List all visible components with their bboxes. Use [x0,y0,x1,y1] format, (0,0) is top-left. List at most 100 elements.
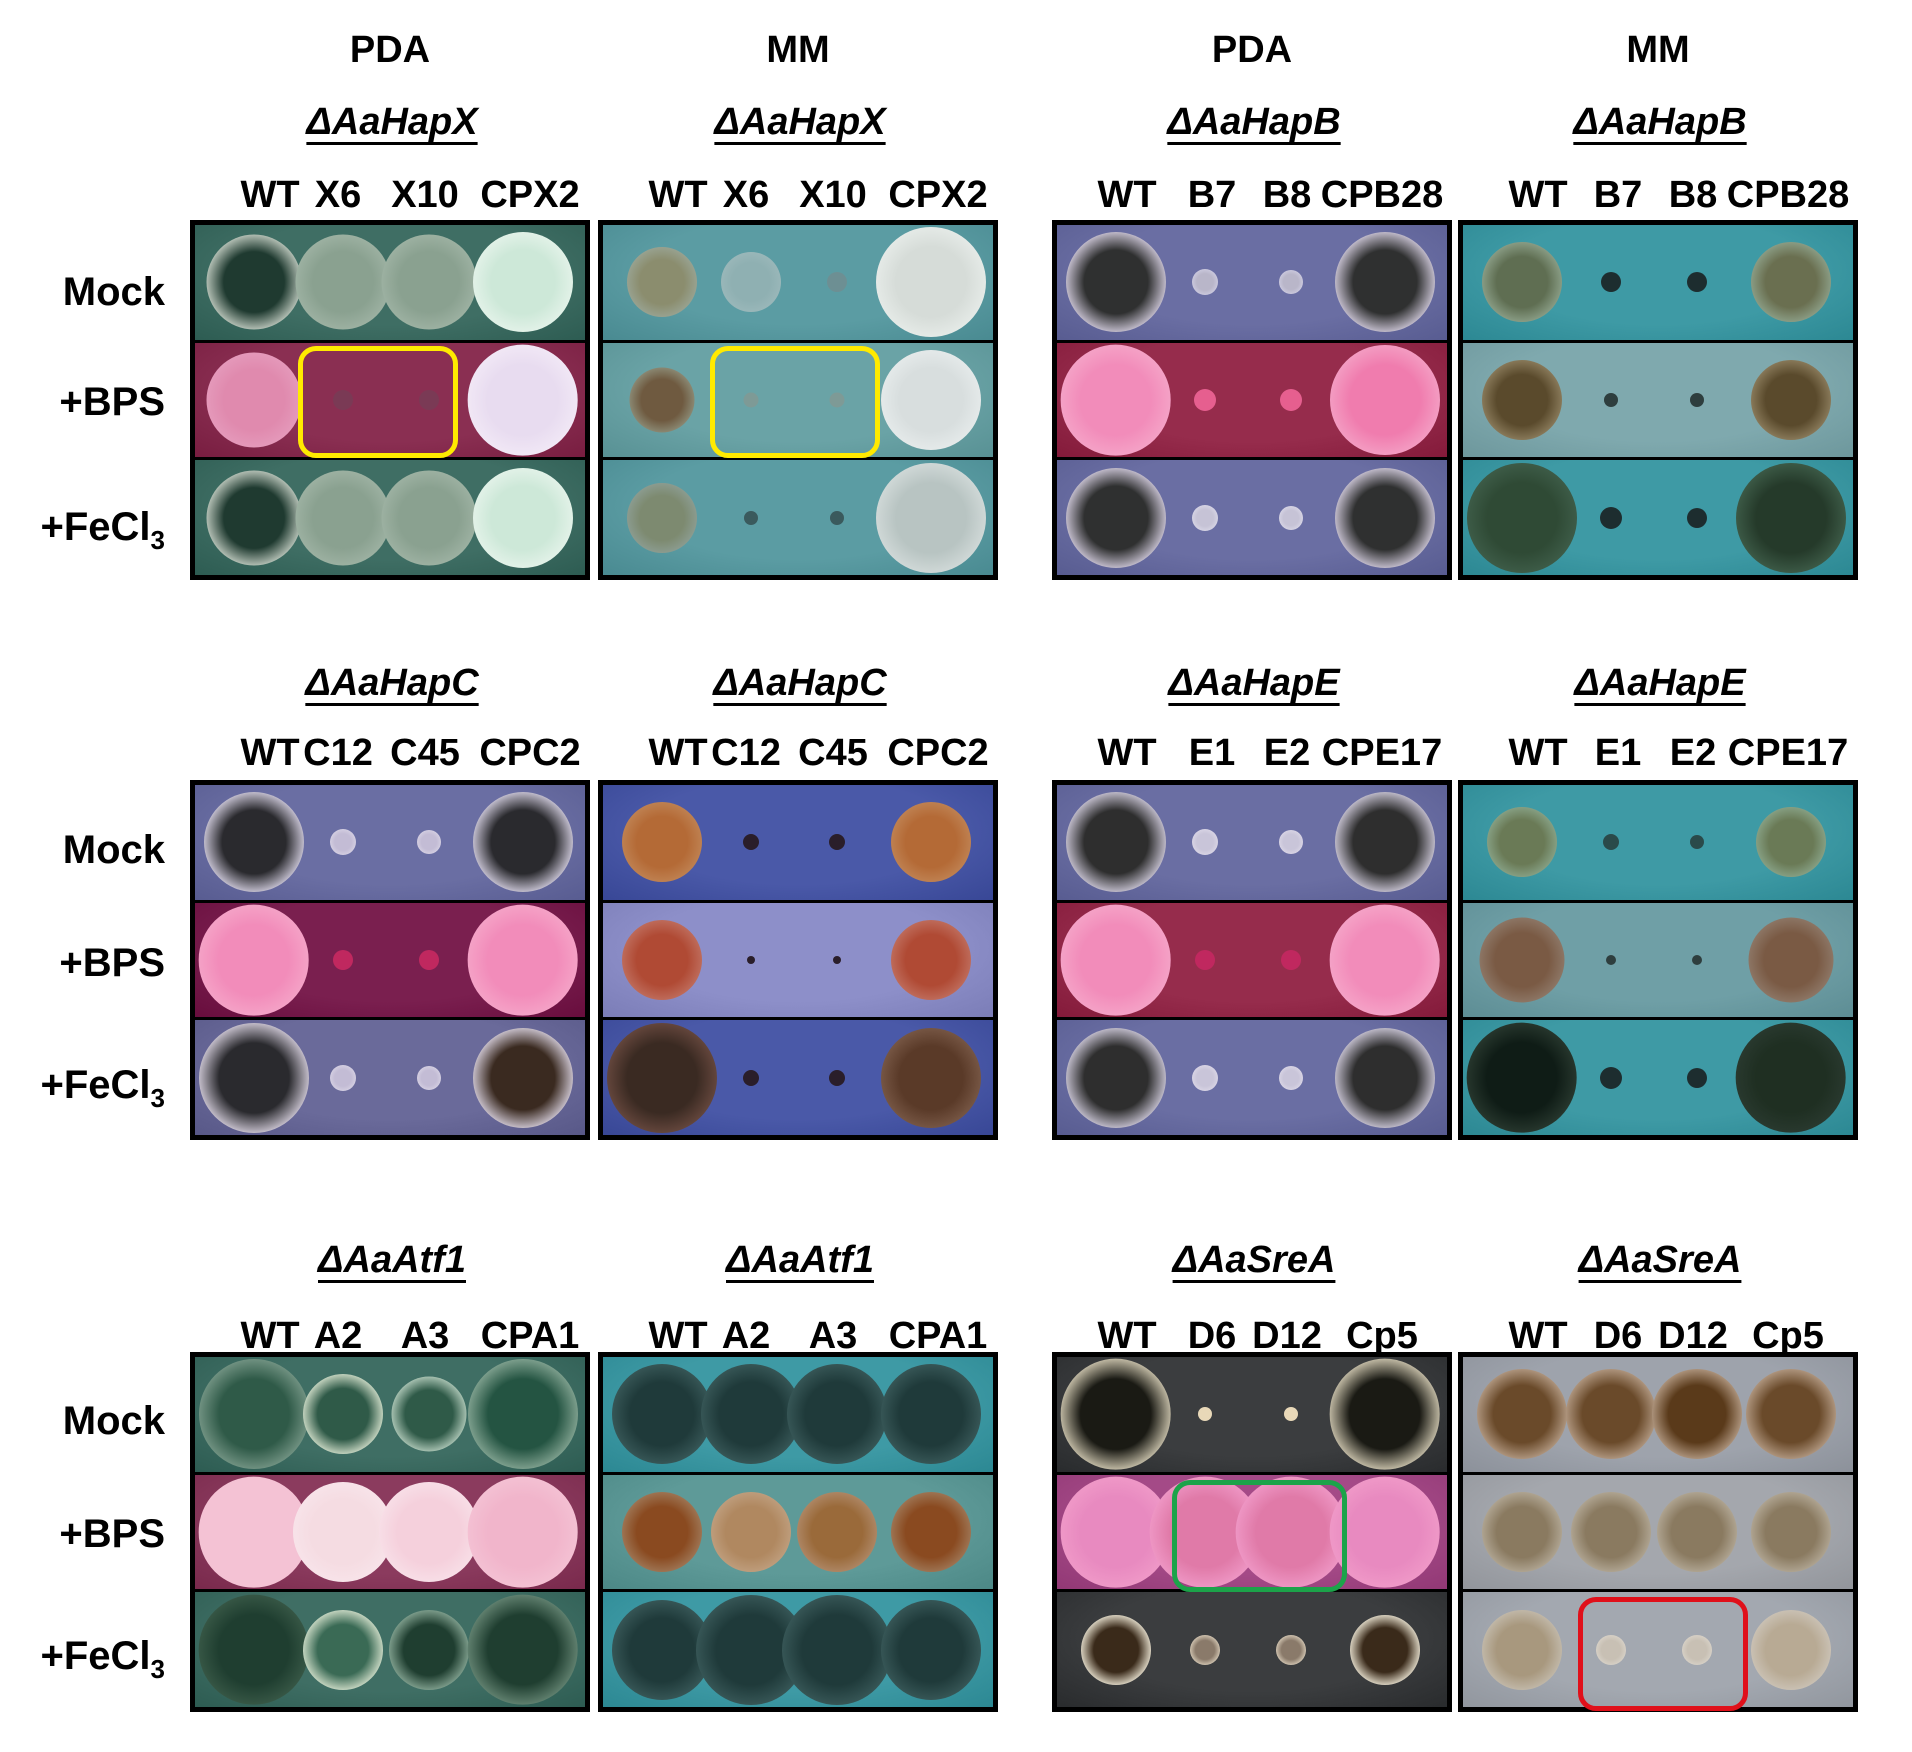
colony [467,1359,578,1470]
row-label-2-0: Mock [62,1399,165,1443]
colony [1476,1369,1567,1460]
strain-label: E1 [1594,732,1642,774]
plate-row [1057,342,1447,458]
colony [472,232,573,333]
plate-row [1463,785,1853,900]
colony [621,1491,702,1572]
colony [198,1476,309,1588]
colony [743,1069,760,1086]
gene-label: ΔAaHapE [1574,662,1746,704]
colony [1687,1067,1707,1088]
colony [1687,507,1707,528]
colony [1604,392,1619,407]
plate-panel [1052,1352,1452,1712]
colony [743,392,759,408]
colony [1192,1064,1219,1091]
strain-label: C45 [390,732,460,774]
strain-label: C12 [711,732,781,774]
colony [1735,1022,1846,1133]
plate-row [195,1474,585,1590]
highlight-box-yellow [298,346,458,458]
strain-label: E2 [1263,732,1311,774]
plate-row [603,342,993,458]
colony [1276,1634,1306,1665]
colony [1657,1491,1737,1572]
row-label-1-2: +FeCl3 [40,1063,165,1113]
plate-row [195,1020,585,1135]
colony [467,904,578,1016]
colony [206,470,301,566]
plate-row [195,342,585,458]
colony [472,792,573,893]
colony [1060,1359,1171,1470]
strain-label: CPX2 [888,174,988,216]
colony [1329,344,1440,455]
colony [389,1609,469,1690]
strain-label: CPC2 [479,732,581,774]
colony [1065,467,1166,568]
strain-label: WT [240,1315,300,1357]
strain-label: CPC2 [887,732,989,774]
colony [419,949,439,970]
strain-label: B7 [1187,174,1237,216]
colony [880,1364,981,1465]
strain-label: WT [1508,174,1568,216]
colony [1279,270,1303,295]
plate-panel [1052,220,1452,580]
highlight-box-yellow [710,346,880,458]
gene-label: ΔAaSreA [1578,1239,1742,1281]
colony [743,834,760,851]
gene-label: ΔAaHapE [1168,662,1340,704]
colony [1606,954,1617,965]
colony [711,1491,792,1572]
plate-row [1463,1357,1853,1472]
colony [1190,1634,1221,1665]
strain-label: X10 [799,174,867,216]
colony [1603,834,1620,851]
colony [797,1491,877,1572]
colony [747,955,756,964]
gene-label: ΔAaHapX [714,101,886,143]
colony [1279,1065,1303,1090]
plate-row [1463,225,1853,340]
colony [333,949,354,970]
row-label-2-1: +BPS [59,1512,165,1556]
colony [1198,1407,1213,1422]
colony [1481,1609,1562,1690]
plate-panel [190,220,590,580]
colony [829,1069,845,1086]
colony [621,919,702,1000]
colony [1329,1359,1440,1470]
strain-label: D6 [1187,1315,1237,1357]
colony [206,234,301,330]
colony [1279,505,1303,530]
plate-row [1057,785,1447,900]
colony [611,1599,712,1700]
strain-label: B8 [1668,174,1718,216]
colony [198,1359,309,1470]
row-label-1-1: +BPS [59,941,165,985]
strain-label: CPE17 [1727,732,1849,774]
strain-label: C12 [303,732,373,774]
strain-label: WT [1097,1315,1157,1357]
gene-label: ΔAaHapC [713,662,887,704]
row-label-0-0: Mock [62,270,165,314]
colony [1692,954,1702,965]
plate-row [1057,1592,1447,1707]
colony [830,510,844,525]
plate-row [195,1357,585,1472]
plate-panel [598,780,998,1140]
strain-label: WT [240,732,300,774]
plate-panel [598,220,998,580]
strain-label: WT [648,174,708,216]
plate-row [195,1592,585,1707]
row-label-0-1: +BPS [59,380,165,424]
plate-panel [1458,1352,1858,1712]
colony [880,349,981,450]
colony [1194,388,1217,411]
plate-row [603,785,993,900]
colony [1334,1027,1435,1128]
strain-label: WT [240,174,300,216]
colony [198,1022,309,1133]
plate-row [1463,902,1853,1018]
